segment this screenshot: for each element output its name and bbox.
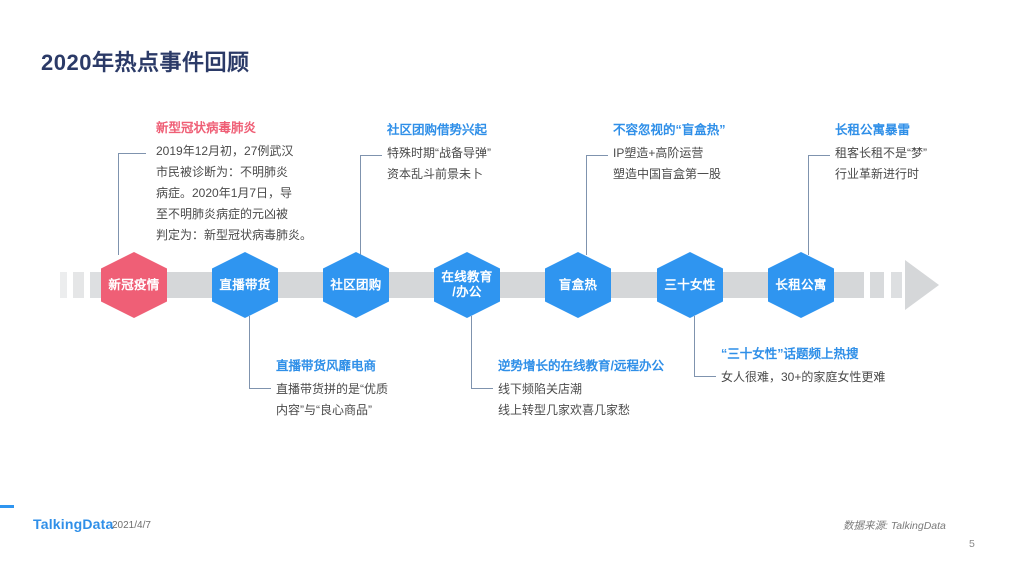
connector-online-education	[471, 316, 507, 390]
timeline-node-label: 在线教育 /办公	[441, 270, 492, 300]
callout-line: 资本乱斗前景未卜	[387, 167, 484, 181]
callout-title: 不容忽视的“盲盒热”	[613, 123, 726, 137]
callout-line: 市民被诊断为：不明肺炎	[156, 165, 289, 179]
connector-covid	[118, 151, 160, 255]
footer-accent-bar	[0, 505, 14, 508]
callout-livestream: 直播带货风靡电商 直播带货拼的是“优质 内容”与“良心商品”	[276, 358, 388, 421]
callout-line: 直播带货拼的是“优质	[276, 382, 388, 396]
timeline-node-long-rent-apartment[interactable]: 长租公寓	[768, 252, 834, 318]
callout-line: 行业革新进行时	[835, 167, 920, 181]
callout-line: 租客长租不是“梦”	[835, 146, 927, 160]
timeline-dash-left-1	[60, 272, 67, 298]
callout-line: 判定为：新型冠状病毒肺炎。	[156, 228, 313, 242]
callout-long-rent-apartment: 长租公寓暴雷 租客长租不是“梦” 行业革新进行时	[835, 122, 927, 185]
callout-line: 特殊时期“战备导弹”	[387, 146, 491, 160]
callout-body: 直播带货拼的是“优质 内容”与“良心商品”	[276, 379, 388, 421]
callout-body: 租客长租不是“梦” 行业革新进行时	[835, 143, 927, 185]
callout-line: IP塑造+高阶运营	[613, 146, 704, 160]
callout-line: 线下频陷关店潮	[498, 382, 583, 396]
connector-blind-box	[586, 153, 622, 255]
brand-logo: TalkingData	[33, 516, 114, 532]
timeline-node-label: 社区团购	[330, 277, 382, 292]
timeline-node-label: 直播带货	[219, 277, 271, 292]
timeline-node-community-group-buy[interactable]: 社区团购	[323, 252, 389, 318]
timeline-node-label: 长租公寓	[775, 277, 827, 292]
callout-title: 直播带货风靡电商	[276, 359, 377, 373]
timeline-node-label-line1: 在线教育	[441, 270, 493, 284]
callout-blind-box: 不容忽视的“盲盒热” IP塑造+高阶运营 塑造中国盲盒第一股	[613, 122, 726, 185]
callout-line: 病症。2020年1月7日，导	[156, 186, 293, 200]
callout-thirty-women: “三十女性”话题频上热搜 女人很难，30+的家庭女性更难	[721, 346, 885, 388]
connector-thirty-women	[694, 316, 730, 378]
timeline-node-label: 三十女性	[664, 277, 716, 292]
timeline-dash-right-2	[891, 272, 902, 298]
callout-title: 长租公寓暴雷	[835, 123, 911, 137]
page-title: 2020年热点事件回顾	[41, 50, 250, 75]
timeline-arrow-icon	[905, 260, 939, 310]
timeline-node-blind-box[interactable]: 盲盒热	[545, 252, 611, 318]
callout-online-education: 逆势增长的在线教育/远程办公 线下频陷关店潮 线上转型几家欢喜几家愁	[498, 358, 664, 421]
callout-body: 2019年12月初，27例武汉 市民被诊断为：不明肺炎 病症。2020年1月7日…	[156, 141, 312, 246]
timeline-node-label-line2: /办公	[452, 285, 482, 299]
callout-body: 女人很难，30+的家庭女性更难	[721, 367, 885, 388]
timeline-node-covid[interactable]: 新冠疫情	[101, 252, 167, 318]
callout-line: 2019年12月初，27例武汉	[156, 144, 294, 158]
callout-title: 社区团购借势兴起	[387, 123, 488, 137]
callout-body: IP塑造+高阶运营 塑造中国盲盒第一股	[613, 143, 726, 185]
callout-line: 女人很难，30+的家庭女性更难	[721, 370, 886, 384]
callout-title: 逆势增长的在线教育/远程办公	[498, 359, 664, 373]
page-number: 5	[969, 538, 975, 550]
callout-covid: 新型冠状病毒肺炎 2019年12月初，27例武汉 市民被诊断为：不明肺炎 病症。…	[156, 120, 312, 246]
callout-line: 线上转型几家欢喜几家愁	[498, 403, 631, 417]
timeline-node-online-education[interactable]: 在线教育 /办公	[434, 252, 500, 318]
connector-community-group-buy	[360, 153, 396, 255]
timeline-node-livestream[interactable]: 直播带货	[212, 252, 278, 318]
footer-date: 2021/4/7	[112, 520, 151, 531]
callout-line: 塑造中国盲盒第一股	[613, 167, 722, 181]
data-source-note: 数据来源: TalkingData	[843, 520, 946, 532]
timeline-dash-right-1	[870, 272, 884, 298]
timeline-dash-left-3	[90, 272, 103, 298]
callout-line: 内容”与“良心商品”	[276, 403, 372, 417]
callout-body: 线下频陷关店潮 线上转型几家欢喜几家愁	[498, 379, 664, 421]
callout-body: 特殊时期“战备导弹” 资本乱斗前景未卜	[387, 143, 491, 185]
callout-title: “三十女性”话题频上热搜	[721, 347, 859, 361]
callout-community-group-buy: 社区团购借势兴起 特殊时期“战备导弹” 资本乱斗前景未卜	[387, 122, 491, 185]
callout-title: 新型冠状病毒肺炎	[156, 121, 257, 135]
timeline-node-thirty-women[interactable]: 三十女性	[657, 252, 723, 318]
connector-livestream	[249, 316, 285, 390]
connector-long-rent-apartment	[808, 153, 844, 255]
timeline-node-label: 盲盒热	[558, 277, 598, 292]
timeline-dash-left-2	[73, 272, 84, 298]
callout-line: 至不明肺炎病症的元凶被	[156, 207, 289, 221]
timeline-node-label: 新冠疫情	[108, 277, 160, 292]
